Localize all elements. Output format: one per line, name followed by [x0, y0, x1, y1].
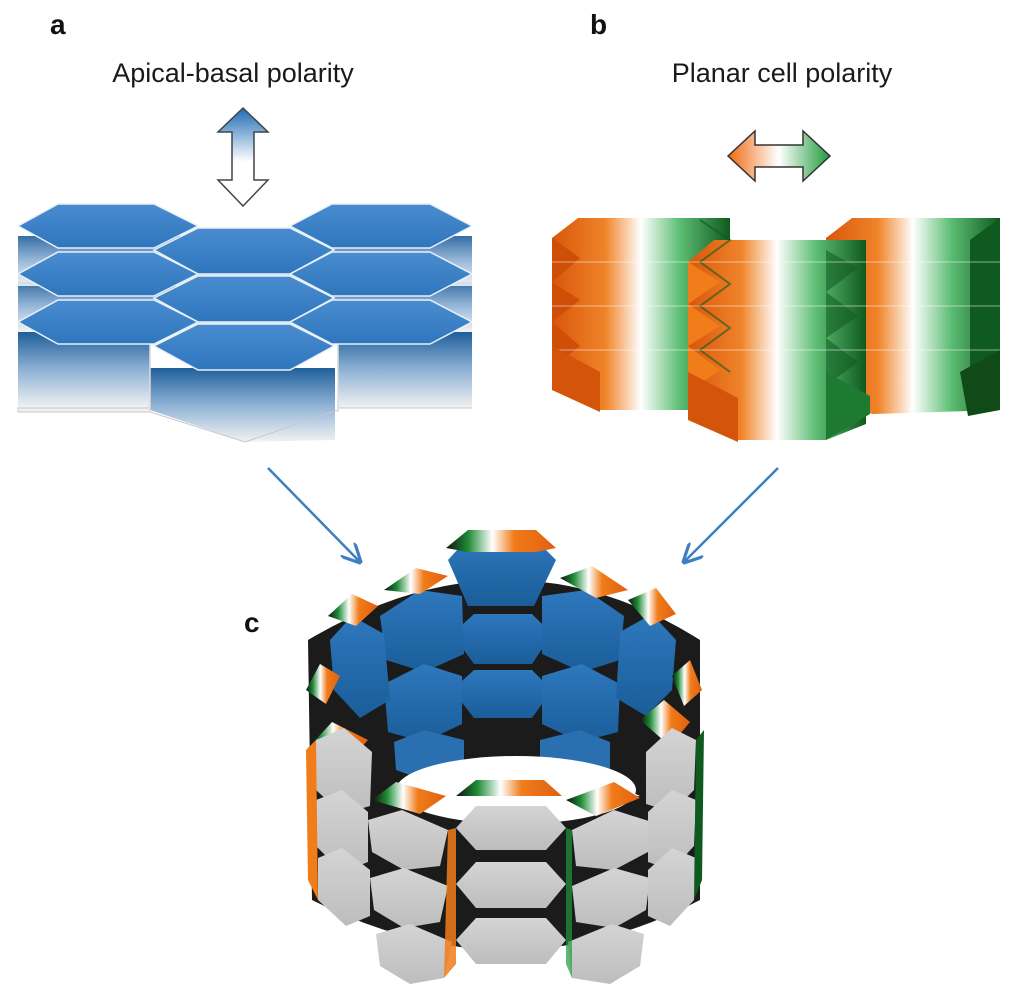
panel-a-label: a	[50, 9, 66, 40]
epithelial-tube	[306, 530, 704, 984]
planar-polarity-epithelium	[552, 218, 1000, 442]
panel-c: c	[244, 530, 704, 984]
panel-a: a Apical-basal polarity	[16, 9, 474, 443]
apical-basal-double-arrow-icon	[216, 106, 270, 208]
connector-arrow-a-to-c	[267, 467, 360, 562]
tube-outer-wall	[306, 700, 704, 984]
apical-basal-epithelium	[16, 203, 474, 443]
panel-a-title: Apical-basal polarity	[112, 58, 354, 88]
panel-b-label: b	[590, 9, 607, 40]
panel-b: b Planar cell polarity	[552, 9, 1000, 442]
connector-arrow-b-to-c	[684, 467, 779, 562]
planar-double-arrow-icon	[726, 129, 832, 183]
panel-b-title: Planar cell polarity	[672, 58, 893, 88]
panel-c-label: c	[244, 607, 260, 638]
